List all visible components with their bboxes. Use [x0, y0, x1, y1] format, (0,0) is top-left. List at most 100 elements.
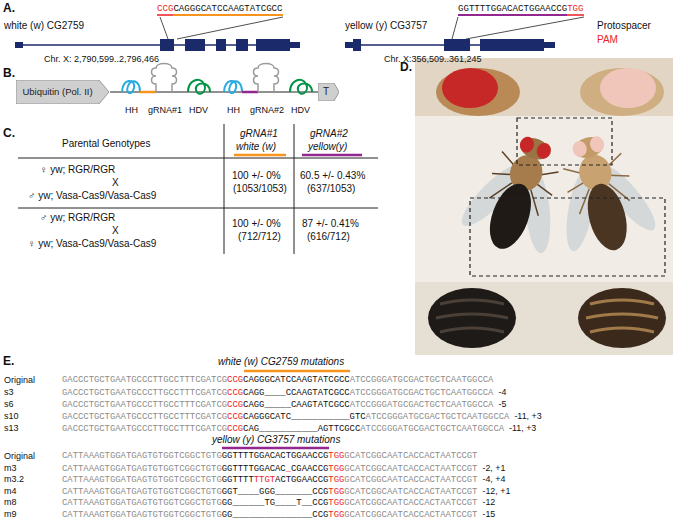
- sequence-row: GACCCTGCTGAATGCCCTTGCCTTTCGATCGCCGCAGG__…: [62, 387, 506, 399]
- text-label: s10: [4, 411, 19, 422]
- sequence-segment: TGG: [328, 451, 344, 461]
- exon-box: [444, 39, 470, 51]
- fly: [535, 124, 667, 263]
- sequence-row: CATTAAAGTGGATGAGTGTGGTCGGCTGTGGGT____GGG…: [62, 486, 510, 498]
- text-label: m8: [4, 497, 17, 508]
- fly-head: [580, 68, 664, 116]
- text-label: (712/712): [238, 231, 281, 243]
- construct-line: [110, 92, 320, 93]
- exon-box: [480, 39, 544, 51]
- sequence-segment: ACTGGAACCG: [275, 475, 328, 485]
- sequence-segment: ATCCGGGATGCGACTGCTCAATGGCCA: [350, 400, 494, 410]
- text-label: s3: [4, 387, 14, 398]
- text-label: gRNA#1: [148, 105, 182, 116]
- sequence-segment: GGT____GGG_______CCG: [222, 487, 329, 497]
- sequence-segment: ATCCGGGATGCGACTGCTCAATGGCCA: [350, 375, 494, 385]
- abdomen: [581, 180, 633, 255]
- exon-box: [236, 39, 248, 51]
- sequence-row: GACCCTGCTGAATGCCCTTGCCTTTCGATCGCCGCAGG__…: [62, 399, 506, 411]
- text-label: gRNA#2: [250, 105, 284, 116]
- white-eye: [571, 139, 589, 158]
- sequence-segment: CCG: [227, 424, 243, 434]
- sequence-row: GACCCTGCTGAATGCCCTTGCCTTTCGATCGCCGCAGGGC…: [62, 375, 493, 386]
- sequence-row: CATTAAAGTGGATGAGTGTGGTCGGCTGTGGG______TG…: [62, 497, 495, 509]
- sequence-segment: CATTAAAGTGGATGAGTGTGGTCGGCTGTG: [62, 464, 222, 474]
- exon-box: [160, 39, 174, 51]
- utr-box: [15, 42, 23, 48]
- utr-box: [544, 42, 555, 48]
- spacer-segment: [242, 91, 258, 94]
- text-label: Original: [4, 451, 35, 462]
- sequence-segment: GACCCTGCTGAATGCCCTTGCCTTTCGATCG: [62, 424, 227, 434]
- sequence-row: CATTAAAGTGGATGAGTGTGGTCGGCTGTGGGTTTTGGAC…: [62, 463, 505, 475]
- sequence-segment: GCATCGGCAATCACCACTAATCCGT: [344, 498, 477, 508]
- sequence-segment: CCG: [227, 375, 243, 385]
- node-label: Ubiquitin (Pol. II): [22, 86, 92, 98]
- text-label: Chr. X:356,509..361,245: [384, 54, 482, 65]
- sequence-segment: GG______TG____T__CCG: [222, 498, 329, 508]
- text-label: yellow (y) CG3757 mutations: [212, 434, 340, 446]
- terminator-box: T: [318, 83, 339, 101]
- text-label: yellow (y) CG3757: [345, 20, 427, 32]
- text-label: 100 +/- 0%: [232, 170, 281, 182]
- text-label: s6: [4, 399, 14, 410]
- sequence-row: GGTTTTGGACACTGGAACCGTGG: [458, 3, 584, 14]
- text-label: HH: [227, 105, 240, 116]
- text-label: m3: [4, 463, 17, 474]
- sequence-segment: GGTTTTGGACACTGGAACCG: [222, 451, 329, 461]
- panel-letter: C.: [3, 126, 15, 140]
- sequence-segment: TGG: [328, 464, 344, 474]
- mutation-note: -12: [482, 497, 495, 507]
- text-label: Chr. X: 2,790,599..2,796,466: [44, 54, 159, 65]
- hdv-ribozyme: [290, 80, 312, 94]
- sequence-segment: CATTAAAGTGGATGAGTGTGGTCGGCTGTG: [62, 498, 222, 508]
- sequence-segment: CATTAAAGTGGATGAGTGTGGTCGGCTGTG: [62, 487, 222, 497]
- text-label: m9: [4, 509, 17, 520]
- sequence-row: CATTAAAGTGGATGAGTGTGGTCGGCTGTGGGTTTTTTGT…: [62, 474, 505, 486]
- sequence-segment: TGG: [328, 498, 344, 508]
- node-label: T: [323, 86, 329, 98]
- text-label: (616/712): [307, 231, 350, 243]
- mutation-note: -2, +1: [482, 463, 505, 473]
- zoom-line: [177, 17, 283, 39]
- photo-zoom: [415, 58, 673, 116]
- utr-box: [345, 42, 353, 48]
- sequence-segment: CCG: [157, 3, 173, 14]
- text-label: ♂ yw; RGR/RGR: [40, 212, 115, 224]
- text-label: ♂ yw; Vasa-Cas9/Vasa-Cas9: [28, 190, 156, 202]
- mutation-note: -11, +3: [509, 423, 536, 433]
- spacer-segment: [140, 91, 156, 94]
- exon-box: [185, 39, 205, 51]
- sequence-row: GACCCTGCTGAATGCCCTTGCCTTTCGATCGCCGCAGGGC…: [62, 411, 542, 423]
- white-eye: [600, 68, 656, 108]
- zoom-box: [517, 118, 612, 165]
- text-label: m4: [4, 486, 17, 497]
- mutation-note: -4, +4: [482, 474, 505, 484]
- fly-head: [518, 134, 553, 163]
- table-rule: [294, 124, 295, 254]
- text-label: white (w) CG2759: [4, 20, 84, 32]
- pam-underline: [157, 14, 173, 16]
- table-rule: [18, 208, 378, 209]
- sequence-segment: CCG: [227, 388, 243, 398]
- mutation-note: -12, +1: [482, 486, 510, 496]
- sequence-segment: GCATCGGCAATCACCACTAATCCGT: [344, 451, 477, 461]
- mutation-note: -4: [498, 387, 506, 397]
- text-label: ♀ yw; RGR/RGR: [40, 164, 115, 176]
- sequence-segment: CAGGGCATC___________GTC: [243, 412, 366, 422]
- sequence-row: CATTAAAGTGGATGAGTGTGGTCGGCTGTGGG________…: [62, 509, 495, 521]
- text-label: HDV: [291, 105, 310, 116]
- utr-box: [290, 42, 300, 48]
- text-label: (1053/1053): [233, 183, 287, 195]
- protospacer-underline: [458, 14, 567, 16]
- text-label: m3.2: [4, 474, 24, 485]
- red-eye: [535, 141, 554, 161]
- protospacer-underline: [244, 370, 350, 373]
- sequence-segment: GCATCGGCAATCACCACTAATCCGT: [344, 464, 477, 474]
- mutation-note: -5: [498, 399, 506, 409]
- fly-head: [436, 68, 520, 116]
- sequence-segment: ATCCGGGATGCGACTGCTCAATGGCCA: [350, 388, 494, 398]
- abdomen-band: [436, 300, 508, 332]
- abdomen: [482, 178, 539, 254]
- sequence-segment: CCG: [227, 412, 243, 422]
